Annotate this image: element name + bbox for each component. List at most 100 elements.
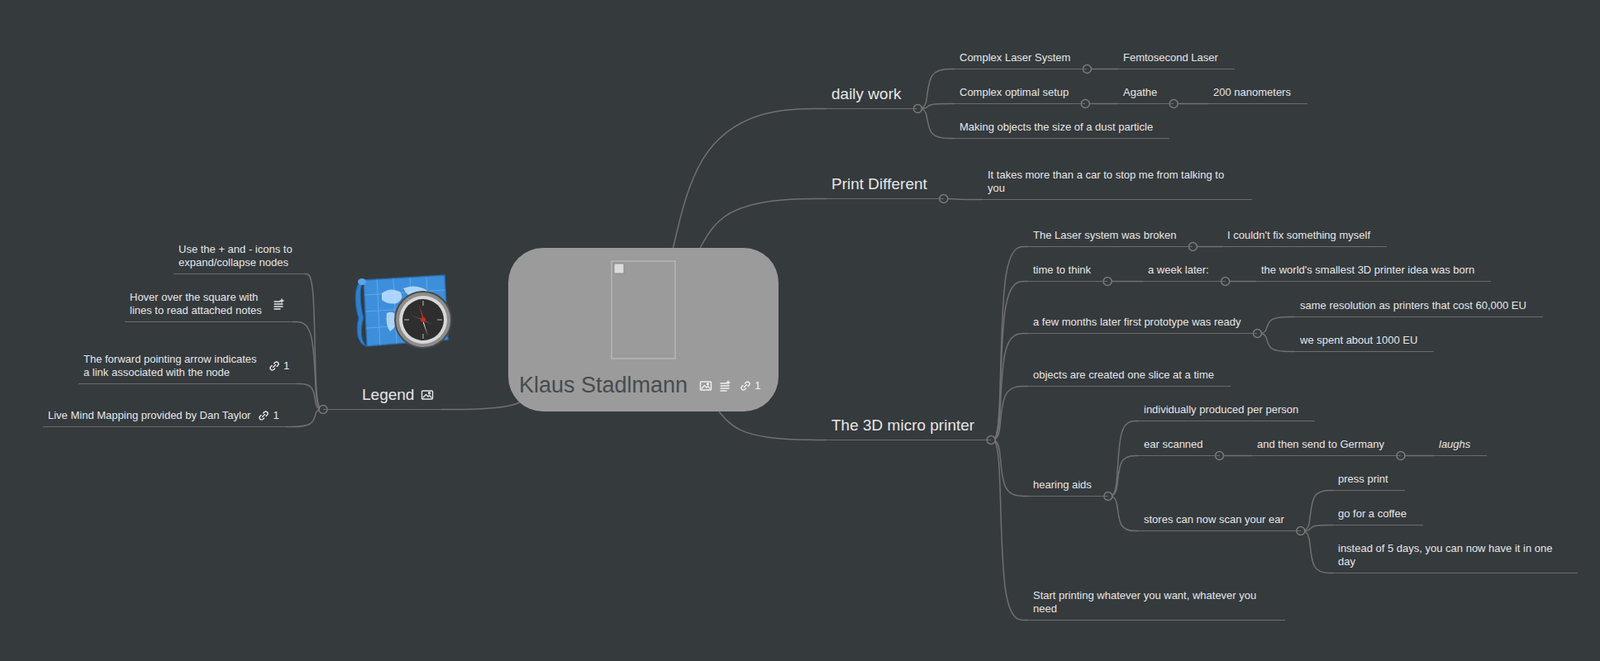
branch-connector xyxy=(1300,490,1334,532)
topic-node: Use the + and - icons to expand/collapse… xyxy=(173,240,305,276)
topic-text: I couldn't fix something myself xyxy=(1227,228,1371,243)
topic-text: The 3D micro printer xyxy=(831,415,975,436)
branch-connector xyxy=(1219,455,1253,458)
branch-connector xyxy=(943,199,983,200)
topic-node: Femtosecond Laser xyxy=(1118,48,1235,70)
topic-text: stores can now scan your ear xyxy=(1143,513,1285,527)
branch-connector xyxy=(990,333,1029,441)
topic-text: laughs xyxy=(1438,438,1471,452)
branch-connector xyxy=(917,104,955,110)
topic-node: laughs xyxy=(1433,435,1487,457)
branch-connector xyxy=(440,400,524,410)
topic-node: Start printing whatever you want, whatev… xyxy=(1028,586,1286,622)
branch-connector xyxy=(1300,531,1334,574)
branch-connector xyxy=(917,69,955,110)
topic-node: the world's smallest 3D printer idea was… xyxy=(1256,261,1491,282)
topic-node: Live Mind Mapping provided by Dan Taylor… xyxy=(42,406,286,428)
branch-connector xyxy=(990,440,1029,621)
topic-text: The forward pointing arrow indicates a l… xyxy=(83,352,262,381)
branch-connector xyxy=(719,411,827,441)
branch-connector xyxy=(1257,317,1296,334)
topic-node: 200 nanometers xyxy=(1208,83,1308,105)
topic-text: we spent about 1000 EU xyxy=(1300,333,1418,348)
topic-text: time to think xyxy=(1033,263,1091,277)
branch-connector xyxy=(700,199,827,249)
branch-connector xyxy=(295,384,324,410)
topic-node: hearing aids xyxy=(1028,476,1109,497)
image-placeholder xyxy=(610,260,677,360)
link-count: 1 xyxy=(283,359,290,373)
central-topic: Klaus Stadlmann1 xyxy=(508,247,779,412)
topic-text: hearing aids xyxy=(1033,478,1092,492)
map-compass-image xyxy=(355,275,452,348)
topic-text: Femtosecond Laser xyxy=(1123,51,1219,65)
link-count: 1 xyxy=(754,379,761,393)
branch-connector xyxy=(1108,421,1139,497)
topic-node: press print xyxy=(1333,470,1405,491)
topic-node: a few months later first prototype was r… xyxy=(1028,313,1258,334)
topic-text: Hover over the square with lines to read… xyxy=(129,290,267,319)
branch-connector xyxy=(1085,103,1119,105)
topic-text: the world's smallest 3D printer idea was… xyxy=(1261,263,1475,277)
central-row: Klaus Stadlmann1 xyxy=(519,371,761,400)
topic-text: Complex optimal setup xyxy=(959,85,1069,100)
topic-text: daily work xyxy=(831,84,901,105)
branch-connector xyxy=(990,281,1029,441)
topic-text: 200 nanometers xyxy=(1213,85,1291,100)
note-icon xyxy=(272,298,286,310)
topic-text: and then send to Germany xyxy=(1257,438,1385,452)
topic-text: same resolution as printers that cost 60… xyxy=(1300,299,1527,313)
topic-node: I couldn't fix something myself xyxy=(1222,226,1387,248)
topic-text: Use the + and - icons to expand/collapse… xyxy=(178,242,299,271)
topic-text: a few months later first prototype was r… xyxy=(1033,315,1241,329)
branch-connector xyxy=(292,322,324,410)
topic-text: The Laser system was broken xyxy=(1033,228,1177,243)
link-icon xyxy=(738,380,753,392)
topic-node: a week later: xyxy=(1142,261,1226,282)
branch-connector xyxy=(1107,280,1143,283)
branch-connector xyxy=(917,109,955,139)
topic-node: go for a coffee xyxy=(1333,504,1424,526)
branch-connector xyxy=(1108,456,1139,497)
topic-node: The 3D micro printer xyxy=(826,413,991,441)
branch-connector xyxy=(1400,455,1434,458)
topic-text: It takes more than a car to stop me from… xyxy=(987,168,1236,196)
topic-node: Print Different xyxy=(826,171,944,200)
topic-node: ear scanned xyxy=(1138,435,1220,457)
topic-node: Legend xyxy=(323,382,441,410)
img-icon xyxy=(699,380,713,392)
topic-text: press print xyxy=(1338,472,1389,486)
branch-connector xyxy=(304,274,324,410)
topic-text: ear scanned xyxy=(1143,438,1204,452)
topic-node: The Laser system was broken xyxy=(1028,226,1193,248)
topic-text: go for a coffee xyxy=(1338,507,1407,521)
topic-text: individually produced per person xyxy=(1143,403,1299,417)
branch-connector xyxy=(1300,525,1334,532)
branch-connector xyxy=(990,247,1029,441)
topic-text: Agathe xyxy=(1123,85,1158,100)
topic-node: Complex optimal setup xyxy=(954,83,1086,105)
link-icon xyxy=(257,409,271,422)
topic-node: we spent about 1000 EU xyxy=(1295,331,1434,353)
topic-node: individually produced per person xyxy=(1138,400,1315,422)
link-count: 1 xyxy=(272,409,279,423)
branch-connector xyxy=(672,109,827,249)
link-icon xyxy=(267,360,281,372)
topic-node: Complex Laser System xyxy=(954,48,1087,70)
topic-text: a week later: xyxy=(1147,263,1210,277)
branch-connector xyxy=(990,386,1029,441)
note-icon xyxy=(719,380,733,392)
topic-text: Start printing whatever you want, whatev… xyxy=(1033,589,1269,617)
topic-node: same resolution as printers that cost 60… xyxy=(1295,296,1543,318)
branch-connector xyxy=(285,409,324,428)
topic-node: Agathe xyxy=(1118,83,1174,105)
topic-node: Hover over the square with lines to read… xyxy=(124,288,293,324)
topic-node: and then send to Germany xyxy=(1252,435,1401,457)
topic-node: stores can now scan your ear xyxy=(1138,510,1301,532)
topic-text: Legend xyxy=(361,385,415,405)
topic-node: Making objects the size of a dust partic… xyxy=(954,118,1170,139)
topic-node: instead of 5 days, you can now have it i… xyxy=(1333,539,1578,575)
img-icon xyxy=(420,389,434,401)
topic-text: Live Mind Mapping provided by Dan Taylor xyxy=(47,409,251,423)
